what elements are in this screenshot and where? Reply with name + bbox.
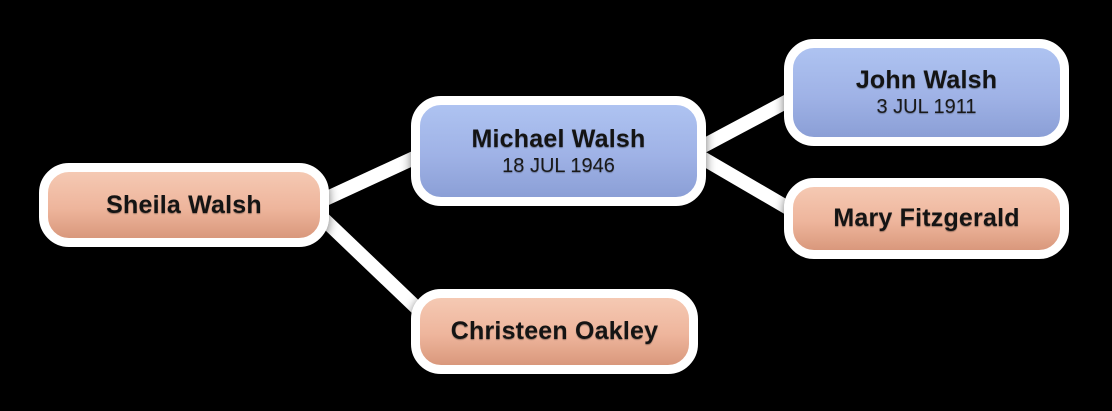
person-name: Mary Fitzgerald	[833, 204, 1020, 232]
person-node-john-walsh[interactable]: John Walsh 3 JUL 1911	[784, 39, 1069, 146]
person-birth-date: 3 JUL 1911	[876, 96, 977, 118]
person-birth-date: 18 JUL 1946	[502, 154, 615, 177]
person-name: Christeen Oakley	[450, 317, 659, 345]
person-node-mary-fitzgerald[interactable]: Mary Fitzgerald	[784, 178, 1069, 259]
person-name: Michael Walsh	[471, 124, 646, 153]
person-node-michael-walsh[interactable]: Michael Walsh 18 JUL 1946	[411, 96, 706, 206]
person-node-christeen-oakley[interactable]: Christeen Oakley	[411, 289, 698, 374]
person-name: Sheila Walsh	[106, 190, 262, 219]
person-node-sheila-walsh[interactable]: Sheila Walsh	[39, 163, 329, 247]
person-name: John Walsh	[855, 66, 998, 94]
